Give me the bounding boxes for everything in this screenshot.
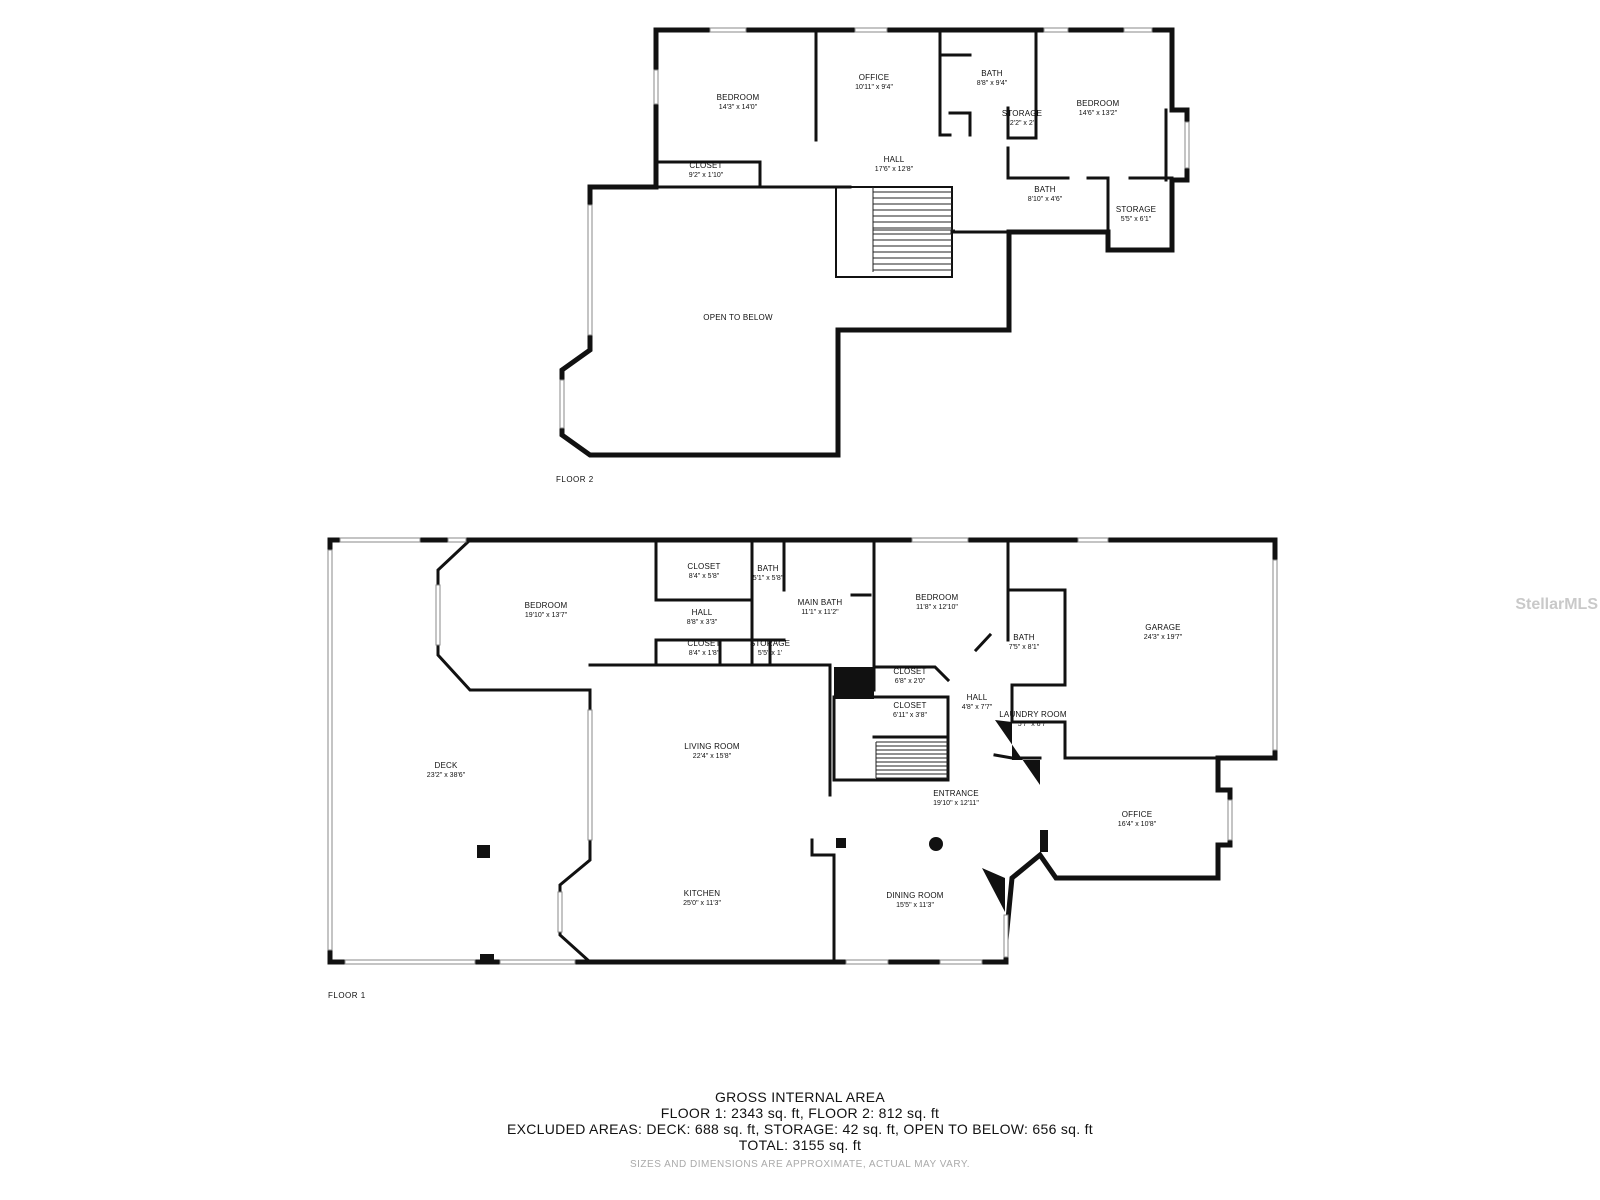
floor-2-room-name: BEDROOM: [1077, 99, 1120, 108]
floor-1-room-dimensions: 5'5" x 1': [758, 650, 782, 657]
floor-1-room-name: DINING ROOM: [886, 891, 943, 900]
floor-2-room-dimensions: 14'6" x 13'2": [1079, 110, 1118, 117]
floor-1-room-name: DECK: [434, 761, 457, 770]
summary-total: TOTAL: 3155 sq. ft: [738, 1137, 862, 1153]
floor-1-room-dimensions: 15'5" x 11'3": [896, 902, 934, 909]
floor-1-room-name: LAUNDRY ROOM: [999, 710, 1067, 719]
floor-1-room-dimensions: 19'10" x 13'7": [525, 612, 568, 619]
floor-2-room-dimensions: 9'2" x 1'10": [689, 172, 724, 179]
floor-1-room-name: MAIN BATH: [798, 598, 843, 607]
summary-title: GROSS INTERNAL AREA: [714, 1089, 886, 1105]
floor-1-room-dimensions: 11'8" x 12'10": [916, 604, 958, 611]
floor-1-label: FLOOR 1: [328, 991, 366, 1000]
floor-2-room-name: STORAGE: [1002, 109, 1042, 118]
floor-2-room-name: BEDROOM: [717, 93, 760, 102]
floor-2-room-name: STORAGE: [1116, 205, 1156, 214]
floor-2-room-name: BATH: [1034, 185, 1056, 194]
floor-2-room-dimensions: 17'6" x 12'8": [875, 166, 914, 173]
floor-1-room-name: STORAGE: [750, 639, 790, 648]
floor-2-labels: BEDROOM 14'3" x 14'0" OFFICE 10'11" x 9'4" B…: [689, 69, 1156, 322]
floor-1-room-name: GARAGE: [1145, 623, 1180, 632]
floor-2-room-name: HALL: [884, 155, 905, 164]
floor-1-room-dimensions: 5'7" x 6'7": [1018, 721, 1049, 728]
floor-1-room-dimensions: 8'8" x 3'3": [687, 619, 718, 626]
floor-1-room-name: CLOSET: [687, 562, 720, 571]
floor-2-room-name: OPEN TO BELOW: [703, 313, 773, 322]
floor-2-label: FLOOR 2: [556, 475, 594, 484]
floor-1-room-dimensions: 23'2" x 38'6": [427, 772, 466, 779]
floor-1-labels: CLOSET 8'4" x 5'8" BATH 5'1" x 5'8" BEDROOM 1…: [427, 562, 1183, 909]
floor-1-room-name: KITCHEN: [684, 889, 721, 898]
floor-2-plan: [559, 27, 1190, 458]
floor-1-room-dimensions: 16'4" x 10'8": [1118, 821, 1157, 828]
floor-2-stairs: [872, 187, 955, 272]
floor-1-room-dimensions: 6'11" x 3'8": [893, 712, 927, 719]
floor-2-room-name: CLOSET: [689, 161, 722, 170]
floor-2-room-name: OFFICE: [859, 73, 890, 82]
floor-1-room-dimensions: 24'3" x 19'7": [1144, 634, 1183, 641]
floor-1-room-name: ENTRANCE: [933, 789, 979, 798]
floor-2-room-dimensions: 10'11" x 9'4": [855, 84, 893, 91]
floor-1-room-dimensions: 5'1" x 5'8": [753, 575, 784, 582]
floor-1-room-name: HALL: [967, 693, 988, 702]
floor-1-room-dimensions: 4'8" x 7'7": [962, 704, 993, 711]
floor-1-room-name: BEDROOM: [916, 593, 959, 602]
floor-1-room-dimensions: 8'4" x 1'8": [689, 650, 720, 657]
floor-1-room-name: BEDROOM: [525, 601, 568, 610]
area-summary: GROSS INTERNAL AREA FLOOR 1: 2343 sq. ft…: [0, 1089, 1600, 1173]
floor-1-plan: [327, 537, 1278, 965]
floor-2-room-dimensions: 14'3" x 14'0": [719, 104, 758, 111]
floor-2-room-name: BATH: [981, 69, 1003, 78]
summary-excluded-areas: EXCLUDED AREAS: DECK: 688 sq. ft, STORAG…: [507, 1121, 1093, 1137]
floor-1-room-name: CLOSET: [893, 701, 926, 710]
floor-1-room-name: OFFICE: [1122, 810, 1153, 819]
floor-1-room-dimensions: 7'5" x 8'1": [1009, 644, 1040, 651]
floor-1-stairs: [875, 741, 948, 779]
summary-disclaimer: SIZES AND DIMENSIONS ARE APPROXIMATE, AC…: [629, 1159, 971, 1170]
floor-1-room-name: CLOSET: [893, 667, 926, 676]
floor-1-room-dimensions: 6'8" x 2'0": [895, 678, 926, 685]
floor-1-room-dimensions: 11'1" x 11'2": [801, 609, 839, 616]
watermark: StellarMLS: [1515, 596, 1598, 613]
floor-1-room-dimensions: 25'0" x 11'3": [683, 900, 721, 907]
floor-1-room-name: CLOSET: [687, 639, 720, 648]
floor-1-room-name: HALL: [692, 608, 713, 617]
floor-1-room-name: BATH: [1013, 633, 1035, 642]
floor-2-room-dimensions: 8'10" x 4'6": [1028, 196, 1063, 203]
floor-1-room-dimensions: 19'10" x 12'11": [933, 800, 979, 807]
floor-1-room-name: BATH: [757, 564, 779, 573]
floor-2-room-dimensions: 5'5" x 6'1": [1121, 216, 1152, 223]
floor-1-room-name: LIVING ROOM: [684, 742, 740, 751]
floor-1-room-dimensions: 8'4" x 5'8": [689, 573, 720, 580]
floor-2-room-dimensions: 8'8" x 9'4": [977, 80, 1008, 87]
floor-2-room-dimensions: 2'2" x 2': [1010, 120, 1034, 127]
summary-floor-areas: FLOOR 1: 2343 sq. ft, FLOOR 2: 812 sq. f…: [660, 1105, 940, 1121]
floor-1-room-dimensions: 22'4" x 15'8": [693, 753, 732, 760]
